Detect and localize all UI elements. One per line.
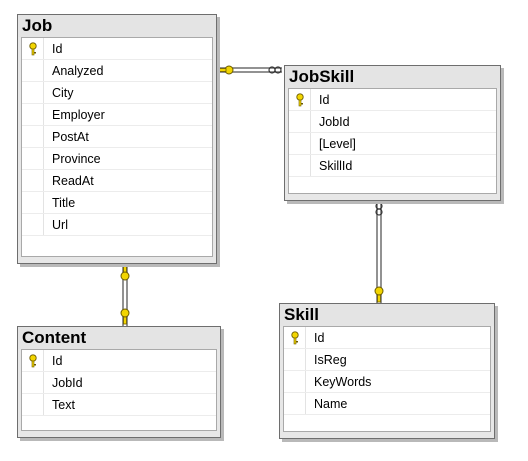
column-name: Province xyxy=(52,152,101,166)
column-name: SkillId xyxy=(319,159,353,173)
row-selector xyxy=(284,349,306,370)
row-selector xyxy=(289,155,311,176)
row-selector xyxy=(22,82,44,103)
key-icon xyxy=(120,308,130,325)
row-selector xyxy=(22,192,44,213)
key-icon xyxy=(120,264,130,281)
column-name: IsReg xyxy=(314,353,347,367)
column-row[interactable]: ReadAt xyxy=(22,170,212,192)
column-name: City xyxy=(52,86,74,100)
column-row[interactable]: IsReg xyxy=(284,349,490,371)
row-selector xyxy=(289,111,311,132)
table-title: JobSkill xyxy=(285,66,500,88)
column-row[interactable]: KeyWords xyxy=(284,371,490,393)
relationship-jobskill-skill[interactable] xyxy=(374,201,384,303)
primary-key-icon xyxy=(29,354,37,368)
column-name: Url xyxy=(52,218,68,232)
infinity-icon xyxy=(375,202,383,216)
column-row[interactable]: JobId xyxy=(289,111,496,133)
row-selector xyxy=(284,371,306,392)
column-row[interactable]: Name xyxy=(284,393,490,415)
column-name: ReadAt xyxy=(52,174,94,188)
row-selector xyxy=(22,104,44,125)
column-row[interactable]: Employer xyxy=(22,104,212,126)
column-row[interactable]: Id xyxy=(22,38,212,60)
column-row[interactable]: JobId xyxy=(22,372,216,394)
row-selector xyxy=(22,170,44,191)
relationship-job-content[interactable] xyxy=(120,264,130,326)
column-row[interactable]: City xyxy=(22,82,212,104)
row-selector xyxy=(22,38,44,59)
column-name: JobId xyxy=(319,115,350,129)
row-selector xyxy=(22,372,44,393)
column-name: [Level] xyxy=(319,137,356,151)
key-icon xyxy=(218,65,234,75)
column-name: Text xyxy=(52,398,75,412)
relationship-job-jobskill[interactable] xyxy=(218,65,282,75)
row-selector xyxy=(22,214,44,235)
row-selector xyxy=(22,148,44,169)
column-name: Analyzed xyxy=(52,64,104,78)
column-name: Name xyxy=(314,397,348,411)
column-row[interactable]: SkillId xyxy=(289,155,496,177)
column-row[interactable]: PostAt xyxy=(22,126,212,148)
column-name: KeyWords xyxy=(314,375,372,389)
column-name: Title xyxy=(52,196,76,210)
column-row[interactable]: Text xyxy=(22,394,216,416)
primary-key-icon xyxy=(296,93,304,107)
row-selector xyxy=(22,60,44,81)
table-title: Content xyxy=(18,327,220,349)
column-row[interactable]: Id xyxy=(289,89,496,111)
column-name: Id xyxy=(52,42,63,56)
column-name: Id xyxy=(314,331,325,345)
row-selector xyxy=(284,327,306,348)
key-icon xyxy=(374,286,384,303)
column-name: Employer xyxy=(52,108,105,122)
row-selector xyxy=(289,89,311,110)
column-row[interactable]: Id xyxy=(22,350,216,372)
primary-key-icon xyxy=(291,331,299,345)
column-row[interactable]: Province xyxy=(22,148,212,170)
column-name: Id xyxy=(319,93,330,107)
row-selector xyxy=(22,126,44,147)
row-selector xyxy=(22,394,44,415)
column-name: PostAt xyxy=(52,130,89,144)
table-title: Skill xyxy=(280,304,494,326)
column-row[interactable]: Title xyxy=(22,192,212,214)
row-selector xyxy=(22,350,44,371)
column-name: Id xyxy=(52,354,63,368)
column-row[interactable]: Id xyxy=(284,327,490,349)
table-title: Job xyxy=(18,15,216,37)
column-row[interactable]: Url xyxy=(22,214,212,236)
column-row[interactable]: [Level] xyxy=(289,133,496,155)
primary-key-icon xyxy=(29,42,37,56)
row-selector xyxy=(289,133,311,154)
row-selector xyxy=(284,393,306,414)
column-row[interactable]: Analyzed xyxy=(22,60,212,82)
infinity-icon xyxy=(268,66,282,74)
column-name: JobId xyxy=(52,376,83,390)
